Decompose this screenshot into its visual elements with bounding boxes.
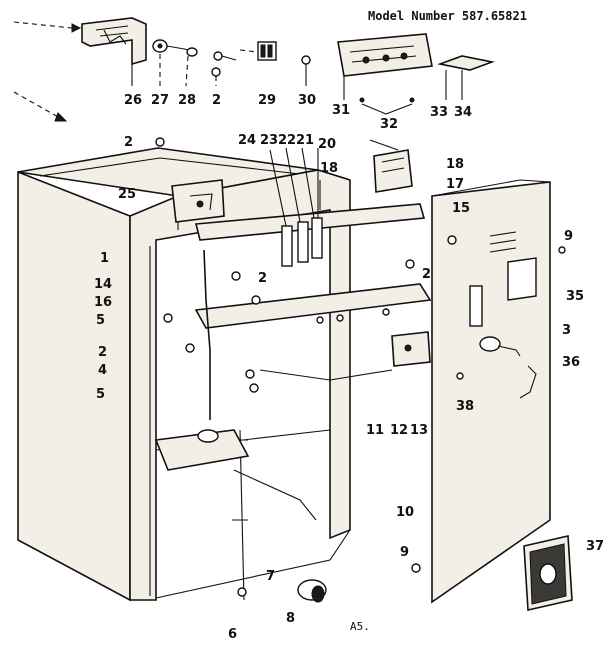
callout-2-d: 2 <box>422 267 431 282</box>
callout-8: 8 <box>286 611 295 626</box>
direction-arrows <box>13 21 82 122</box>
model-number: Model Number 587.65821 <box>368 9 527 23</box>
callout-24: 24 <box>238 133 256 148</box>
callout-18-b: 18 <box>446 157 464 172</box>
bracket-parts-27-28 <box>152 39 198 87</box>
rear-panel-10 <box>431 179 551 604</box>
callout-6: 6 <box>228 627 237 642</box>
callout-16: 16 <box>94 295 112 310</box>
callout-15: 15 <box>452 201 470 216</box>
callout-9-b: 9 <box>400 545 409 560</box>
callout-25: 25 <box>118 187 136 202</box>
mechanism-25 <box>171 179 225 223</box>
callout-7: 7 <box>266 569 275 584</box>
callout-38: 38 <box>456 399 474 414</box>
callout-3: 3 <box>562 323 571 338</box>
bracket-17-18 <box>369 139 413 193</box>
callout-30: 30 <box>298 93 316 108</box>
callout-13: 13 <box>410 423 428 438</box>
callout-22: 22 <box>278 133 296 148</box>
callout-4: 4 <box>98 363 107 378</box>
screw-30 <box>301 55 311 86</box>
label-37 <box>523 535 573 611</box>
callout-labels: 26 27 28 2 29 30 31 32 33 34 2 24 23 22 … <box>94 93 604 642</box>
wire-harness-7 <box>203 249 317 601</box>
callout-32: 32 <box>380 117 398 132</box>
callout-5-b: 5 <box>96 387 105 402</box>
callout-23: 23 <box>260 133 278 148</box>
callout-34: 34 <box>454 105 472 120</box>
callout-18-a: 18 <box>320 161 338 176</box>
callout-37: 37 <box>586 539 604 554</box>
callout-27: 27 <box>151 93 169 108</box>
base-assembly <box>154 429 250 471</box>
screw-set <box>155 137 566 597</box>
callout-35: 35 <box>566 289 584 304</box>
connector-3-36 <box>479 336 537 399</box>
callout-12: 12 <box>390 423 408 438</box>
cabinet-body-1 <box>17 147 351 602</box>
callout-2-top: 2 <box>212 93 221 108</box>
screws-2-top <box>211 49 259 86</box>
bracket-12 <box>391 331 431 367</box>
hose-11 <box>259 369 393 381</box>
callout-14: 14 <box>94 277 112 292</box>
callout-36: 36 <box>562 355 580 370</box>
top-bracket-26 <box>81 17 147 86</box>
callout-26: 26 <box>124 93 142 108</box>
page-reference: A5. <box>350 620 370 633</box>
callout-31: 31 <box>332 103 350 118</box>
callout-33: 33 <box>430 105 448 120</box>
callout-9-a: 9 <box>564 229 573 244</box>
callout-10: 10 <box>396 505 414 520</box>
parts-21-24 <box>269 147 323 267</box>
screws-32 <box>359 97 415 115</box>
callout-21: 21 <box>296 133 314 148</box>
callout-1: 1 <box>100 251 109 266</box>
callout-11: 11 <box>366 423 384 438</box>
cross-bar <box>194 203 432 329</box>
callout-28: 28 <box>178 93 196 108</box>
control-panel-31 <box>337 33 433 100</box>
callout-29: 29 <box>258 93 276 108</box>
switch-29 <box>257 41 277 61</box>
callout-20: 20 <box>318 137 336 152</box>
callout-2-e: 2 <box>98 345 107 360</box>
callout-2-c: 2 <box>258 271 267 286</box>
callout-17: 17 <box>446 177 464 192</box>
caster-8 <box>297 579 327 603</box>
callout-5-a: 5 <box>96 313 105 328</box>
callout-2-b: 2 <box>124 135 133 150</box>
knob-33-34 <box>437 55 495 100</box>
